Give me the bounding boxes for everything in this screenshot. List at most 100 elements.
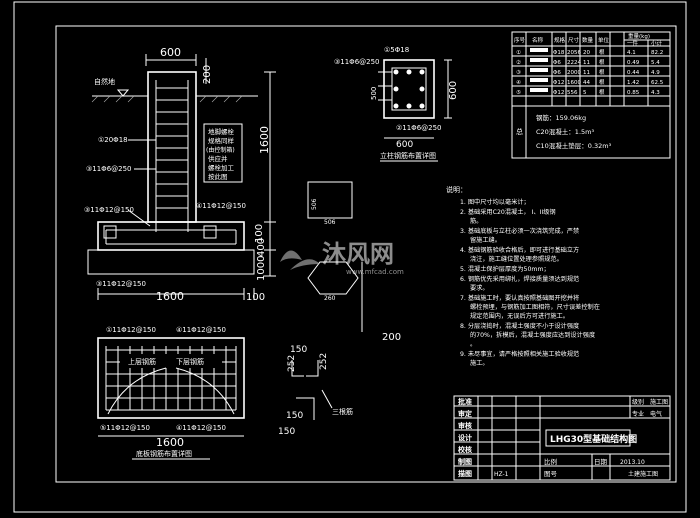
inner-frame bbox=[55, 25, 677, 483]
table-header-1: 名称 bbox=[532, 36, 544, 44]
rebar-shape-icon bbox=[530, 78, 548, 82]
tb-draw: 制图 bbox=[458, 457, 472, 466]
tb-review-2: 审核 bbox=[458, 421, 472, 430]
bolt-note-4: 螺栓加工 bbox=[208, 163, 235, 172]
table-cell: ⑤ bbox=[516, 90, 521, 96]
table-header-2: 规格 bbox=[554, 36, 566, 44]
table-header-4: 数量 bbox=[582, 36, 594, 44]
note-line: 1. 图中尺寸均以毫米计； bbox=[460, 198, 530, 206]
outer-frame bbox=[13, 1, 687, 513]
base-outline bbox=[97, 221, 245, 251]
table-cell: 20 bbox=[583, 50, 590, 56]
table-cell: 11 bbox=[583, 60, 590, 66]
section-dim-right: 600 bbox=[448, 81, 459, 100]
hook-dim-5: 150 bbox=[278, 427, 295, 437]
tb-review-1: 审定 bbox=[458, 409, 472, 418]
table-header-5: 单位 bbox=[598, 36, 610, 44]
dim-column-height: 1600 bbox=[258, 126, 271, 154]
table-cell: 4.3 bbox=[651, 90, 660, 96]
note-line: 4. 基础钢筋验收合格后，即可进行基础立方 bbox=[460, 246, 579, 254]
note-line: 9. 未尽事宜，请严格按照相关施工验收规范 bbox=[460, 350, 579, 358]
table-cell: 2000 bbox=[567, 70, 581, 76]
note-line: 螺栓预埋，与钢筋加工图相符，尺寸误差控制在 bbox=[470, 303, 600, 311]
plan-label-4: ④11Φ12@150 bbox=[176, 424, 226, 432]
detail-dim-c: 260 bbox=[324, 295, 336, 302]
hook-dim-4: 252 bbox=[319, 353, 329, 370]
watermark-text: 沐风网 bbox=[322, 240, 394, 268]
table-cell: 根 bbox=[599, 88, 605, 96]
rebar-label-5: ③11Φ12@150 bbox=[96, 280, 146, 288]
plan-label-3: ⑤11Φ12@150 bbox=[100, 424, 150, 432]
table-header-0: 序号 bbox=[514, 36, 526, 44]
watermark: 沐风网 www.mfcad.com bbox=[280, 240, 404, 276]
dim-lower-2: 400 bbox=[256, 238, 267, 257]
table-cell: 2224 bbox=[567, 60, 581, 66]
table-cell: 62.5 bbox=[651, 80, 664, 86]
rebar-shape-icon bbox=[530, 68, 548, 72]
table-summary-2: C10混凝土垫层：0.32m³ bbox=[536, 141, 612, 150]
table-cell: Φ12 bbox=[553, 80, 564, 86]
table-cell: 44 bbox=[583, 80, 590, 86]
dim-top-width: 600 bbox=[160, 46, 181, 59]
table-cell: Φ6 bbox=[553, 60, 561, 66]
note-line: 筋。 bbox=[470, 217, 482, 225]
watermark-url: www.mfcad.com bbox=[346, 268, 404, 276]
title-block: 批准 审定 审核 设计 校核 制图 描图 级别 施工图 专业 电气 LHG30型… bbox=[453, 395, 671, 481]
note-line: 施工。 bbox=[470, 359, 489, 367]
note-line: 7. 基础施工时，要认真按照基础图开挖并将 bbox=[460, 294, 579, 302]
tb-level-value: 施工图 bbox=[650, 398, 668, 406]
tb-date-value: 2013.10 bbox=[620, 459, 645, 466]
bolt-note-5: 按此图 bbox=[208, 172, 228, 181]
note-line: 。 bbox=[470, 341, 476, 348]
watermark-logo-icon bbox=[280, 250, 320, 270]
table-cell: 0.44 bbox=[627, 70, 640, 76]
hook-dim-3: 150 bbox=[286, 411, 303, 421]
table-cell: 556 bbox=[567, 90, 578, 96]
plan-upper-label: 上层钢筋 bbox=[128, 357, 156, 366]
table-summary-title: 总 bbox=[516, 127, 523, 136]
tb-date-label: 日期 bbox=[594, 458, 608, 466]
notes-block: 说明： 1. 图中尺寸均以毫米计； 2. 基础采用C20混凝土， I、II级钢筋。… bbox=[446, 185, 600, 367]
note-line: 浇注，施工缝位置处理参照规范。 bbox=[470, 255, 563, 263]
plan-label-2: ④11Φ12@150 bbox=[176, 326, 226, 334]
table-cell: Φ12 bbox=[553, 90, 564, 96]
table-cell: 1600 bbox=[567, 80, 581, 86]
dim-right-offset: 100 bbox=[246, 292, 265, 303]
section-dim-inner: 500 bbox=[370, 87, 378, 100]
tb-scale-label: 比例 bbox=[544, 457, 557, 466]
section-left-label: ③11Φ6@250 bbox=[334, 58, 380, 66]
table-cell: 根 bbox=[599, 78, 605, 86]
table-cell: 0.85 bbox=[627, 90, 640, 96]
tb-type-value: 土建施工图 bbox=[628, 470, 658, 478]
tb-trace: 描图 bbox=[458, 469, 472, 478]
table-cell: 根 bbox=[599, 58, 605, 66]
bolt-note-1: 规格同样 bbox=[208, 136, 235, 145]
rebar-label-4: ④11Φ12@150 bbox=[196, 202, 246, 210]
dim-top-height: 200 bbox=[202, 65, 213, 84]
section-dim-bottom: 600 bbox=[396, 140, 413, 150]
detail-dim-b: 506 bbox=[324, 219, 336, 226]
tb-drawing-no-value: HZ-1 bbox=[494, 471, 509, 478]
hook-detail: 150 252 150 252 150 三根筋 bbox=[278, 345, 353, 437]
table-cell: ③ bbox=[516, 70, 521, 76]
notes-title: 说明： bbox=[446, 185, 467, 194]
note-line: 6. 钢筋优先采用绑扎，焊接质量须达到规范 bbox=[460, 275, 579, 283]
table-cell: 5.4 bbox=[651, 60, 660, 66]
table-cell: 82.2 bbox=[651, 50, 663, 56]
bolt-detail: 506 506 260 200 bbox=[307, 181, 401, 343]
drawing-title: LHG30型基础结构图 bbox=[550, 433, 637, 445]
section-outer bbox=[383, 59, 435, 119]
table-cell: 根 bbox=[599, 48, 605, 56]
note-line: 2. 基础采用C20混凝土， I、II级钢 bbox=[460, 208, 556, 216]
rebar-label-3: ③11Φ12@150 bbox=[84, 206, 134, 214]
section-top-label: ①5Φ18 bbox=[384, 46, 409, 54]
dim-lower-3: 1000 bbox=[256, 256, 267, 281]
tb-approve: 批准 bbox=[458, 397, 472, 406]
table-cell: 根 bbox=[599, 68, 605, 76]
table-cell: ② bbox=[516, 59, 521, 66]
hook-label: 三根筋 bbox=[332, 407, 353, 416]
table-cell: 4.1 bbox=[627, 50, 636, 56]
table-cell: 5 bbox=[583, 90, 587, 96]
table-summary-0: 钢筋：159.06kg bbox=[536, 113, 586, 122]
rebar-shape-icon bbox=[530, 88, 548, 92]
